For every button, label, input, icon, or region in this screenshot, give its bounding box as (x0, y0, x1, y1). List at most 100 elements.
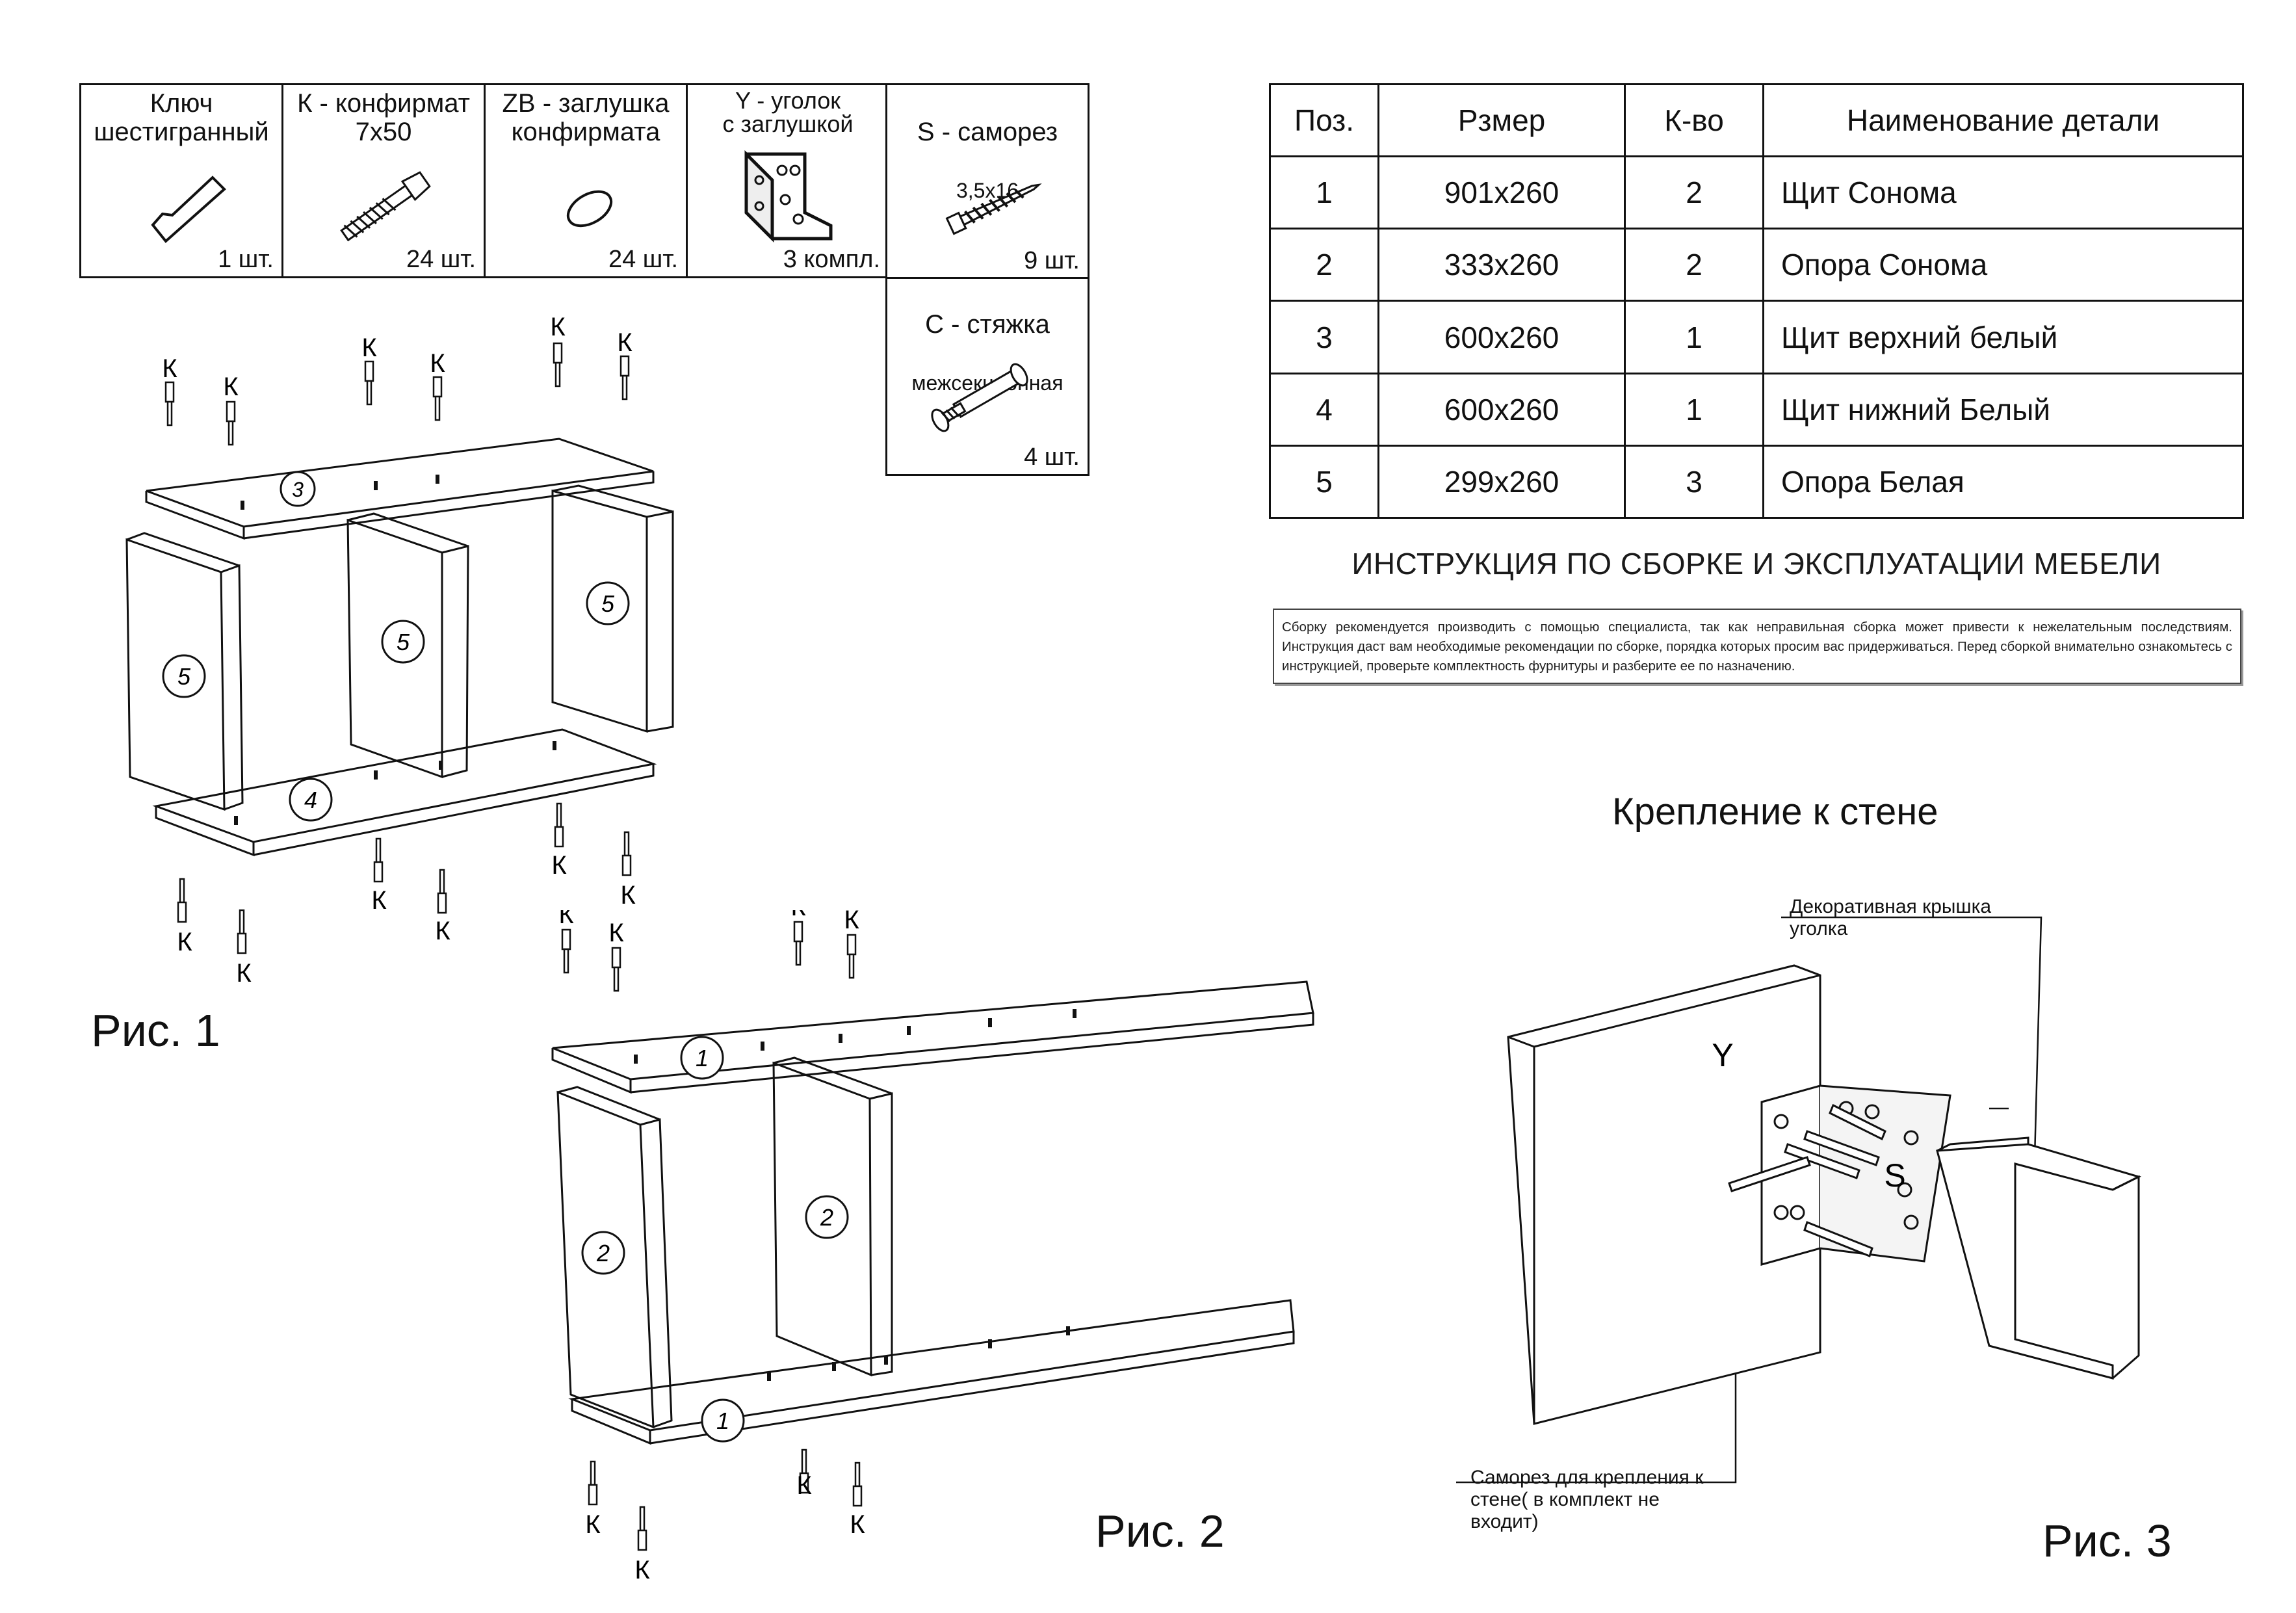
table-header: Наименование детали (1762, 83, 2244, 158)
hardware-title-text: C - стяжка (925, 310, 1050, 339)
instruction-heading: ИНСТРУКЦИЯ ПО СБОРКЕ И ЭКСПЛУАТАЦИИ МЕБЕ… (1351, 547, 2161, 581)
table-cell: 2 (1624, 155, 1764, 230)
cover-callout: Декоративная крышка уголка (1790, 896, 1992, 939)
confirmat-label: К (551, 851, 567, 880)
confirmat-label: К (361, 334, 377, 362)
table-header-row: Поз. Рзмер К-во Наименование детали (1269, 83, 2244, 158)
table-row: 3 600х260 1 Щит верхний белый (1269, 300, 2244, 374)
table-row: 5 299х260 3 Опора Белая (1269, 444, 2244, 519)
screw-label: S (1884, 1157, 1905, 1194)
table-cell: 5 (1269, 444, 1379, 519)
bracket-label: Y (1712, 1037, 1733, 1073)
part-number: 1 (696, 1045, 709, 1071)
confirmat-label: К (558, 910, 574, 929)
part-number: 1 (716, 1408, 729, 1434)
cap-icon (566, 190, 613, 228)
table-cell: Щит нижний Белый (1762, 372, 2244, 447)
confirmat-label: К (223, 373, 239, 401)
hardware-wood-screw: S - саморез 3,5х16 9 шт. (885, 83, 1089, 280)
confirmat-label: К (585, 1510, 601, 1539)
table-cell: 901х260 (1377, 155, 1626, 230)
confirmat-label: К (162, 354, 177, 383)
confirmat-label: К (796, 1471, 812, 1500)
table-cell: 1 (1624, 372, 1764, 447)
hardware-title: К - конфирмат 7х50 (297, 89, 470, 146)
hardware-confirmat: К - конфирмат 7х50 24 шт. (281, 83, 486, 278)
section-bolt-icon (931, 363, 1028, 432)
confirmat-label: К (236, 959, 252, 988)
table-row: 1 901х260 2 Щит Сонома (1269, 155, 2244, 230)
table-row: 2 333х260 2 Опора Сонома (1269, 228, 2244, 302)
table-cell: 2 (1624, 228, 1764, 302)
figure-1-label: Рис. 1 (91, 1005, 220, 1056)
table-cell: 1 (1624, 300, 1764, 374)
part-number: 3 (292, 478, 304, 501)
panel-3 (146, 438, 654, 528)
confirmat-screw-icon (340, 171, 431, 242)
figure-3-label: Рис. 3 (2042, 1515, 2172, 1566)
hex-key-icon (151, 176, 226, 243)
part-number: 5 (177, 663, 191, 690)
table-header: Рзмер (1377, 83, 1626, 158)
table-cell: Щит верхний белый (1762, 300, 2244, 374)
part-number: 2 (820, 1204, 833, 1231)
hardware-qty: 24 шт. (406, 246, 476, 273)
figure-1-diagram: 3 5 5 5 4 К К К К К К К К К К К К (125, 313, 674, 988)
confirmat-label: К (608, 919, 624, 947)
confirmat-label: К (850, 1510, 865, 1539)
hardware-qty: 3 компл. (783, 246, 880, 273)
confirmat-label: К (550, 313, 566, 341)
figure-3-diagram: Y S (1456, 916, 2142, 1484)
table-header: Поз. (1269, 83, 1379, 158)
part-number: 4 (304, 787, 317, 813)
table-cell: 600х260 (1377, 372, 1626, 447)
confirmat-label: К (371, 886, 387, 915)
confirmat-label: К (634, 1556, 650, 1584)
confirmat-label: К (620, 881, 636, 910)
table-cell: Опора Сонома (1762, 228, 2244, 302)
wall-mount-title: Крепление к стене (1612, 791, 1938, 833)
part-number: 2 (596, 1240, 610, 1266)
corner-bracket-icon (744, 150, 833, 243)
part-number: 5 (397, 629, 410, 655)
table-header: К-во (1624, 83, 1764, 158)
hardware-qty: 4 шт. (1024, 443, 1080, 471)
figure-2-diagram: 1 2 2 1 К К К К К К К К (551, 910, 1314, 1584)
hardware-qty: 24 шт. (608, 246, 678, 273)
table-cell: 600х260 (1377, 300, 1626, 374)
hardware-hex-key: Ключ шестигранный 1 шт. (79, 83, 283, 278)
hardware-title-text: S - саморез (917, 118, 1058, 146)
shelf-corner (1936, 1143, 2142, 1380)
table-cell: 333х260 (1377, 228, 1626, 302)
hardware-cap: ZB - заглушка конфирмата 24 шт. (484, 83, 688, 278)
wood-screw-icon (945, 183, 1042, 235)
table-cell: 1 (1269, 155, 1379, 230)
hardware-qty: 1 шт. (218, 246, 274, 273)
hardware-corner: Y - уголок с заглушкой 3 компл. (686, 83, 890, 278)
table-cell: Опора Белая (1762, 444, 2244, 519)
confirmat-label: К (177, 928, 192, 956)
panel-1-bottom (568, 1299, 1295, 1432)
confirmat-label: К (844, 910, 859, 934)
table-cell: 2 (1269, 228, 1379, 302)
table-cell: 3 (1624, 444, 1764, 519)
wall-screw-callout: Саморез для крепления к стене( в комплек… (1470, 1467, 1704, 1532)
table-cell: 299х260 (1377, 444, 1626, 519)
figure-2-label: Рис. 2 (1095, 1506, 1225, 1556)
table-cell: 3 (1269, 300, 1379, 374)
table-row: 4 600х260 1 Щит нижний Белый (1269, 372, 2244, 447)
hardware-section-bolt: C - стяжка межсекционная 4 шт. (885, 277, 1089, 476)
hardware-qty: 9 шт. (1024, 247, 1080, 274)
part-number: 5 (601, 590, 615, 617)
assembly-notice: Сборку рекомендуется производить с помощ… (1273, 609, 2241, 684)
table-cell: 4 (1269, 372, 1379, 447)
hardware-title: Y - уголок с заглушкой (722, 87, 854, 137)
parts-table: Поз. Рзмер К-во Наименование детали 1 90… (1269, 83, 2244, 519)
confirmat-label: К (617, 328, 633, 357)
confirmat-label: К (430, 349, 445, 378)
hardware-title: Ключ шестигранный (94, 89, 269, 146)
confirmat-label: К (790, 910, 806, 921)
confirmat-label: К (435, 917, 450, 945)
hardware-title: ZB - заглушка конфирмата (502, 89, 670, 146)
table-cell: Щит Сонома (1762, 155, 2244, 230)
